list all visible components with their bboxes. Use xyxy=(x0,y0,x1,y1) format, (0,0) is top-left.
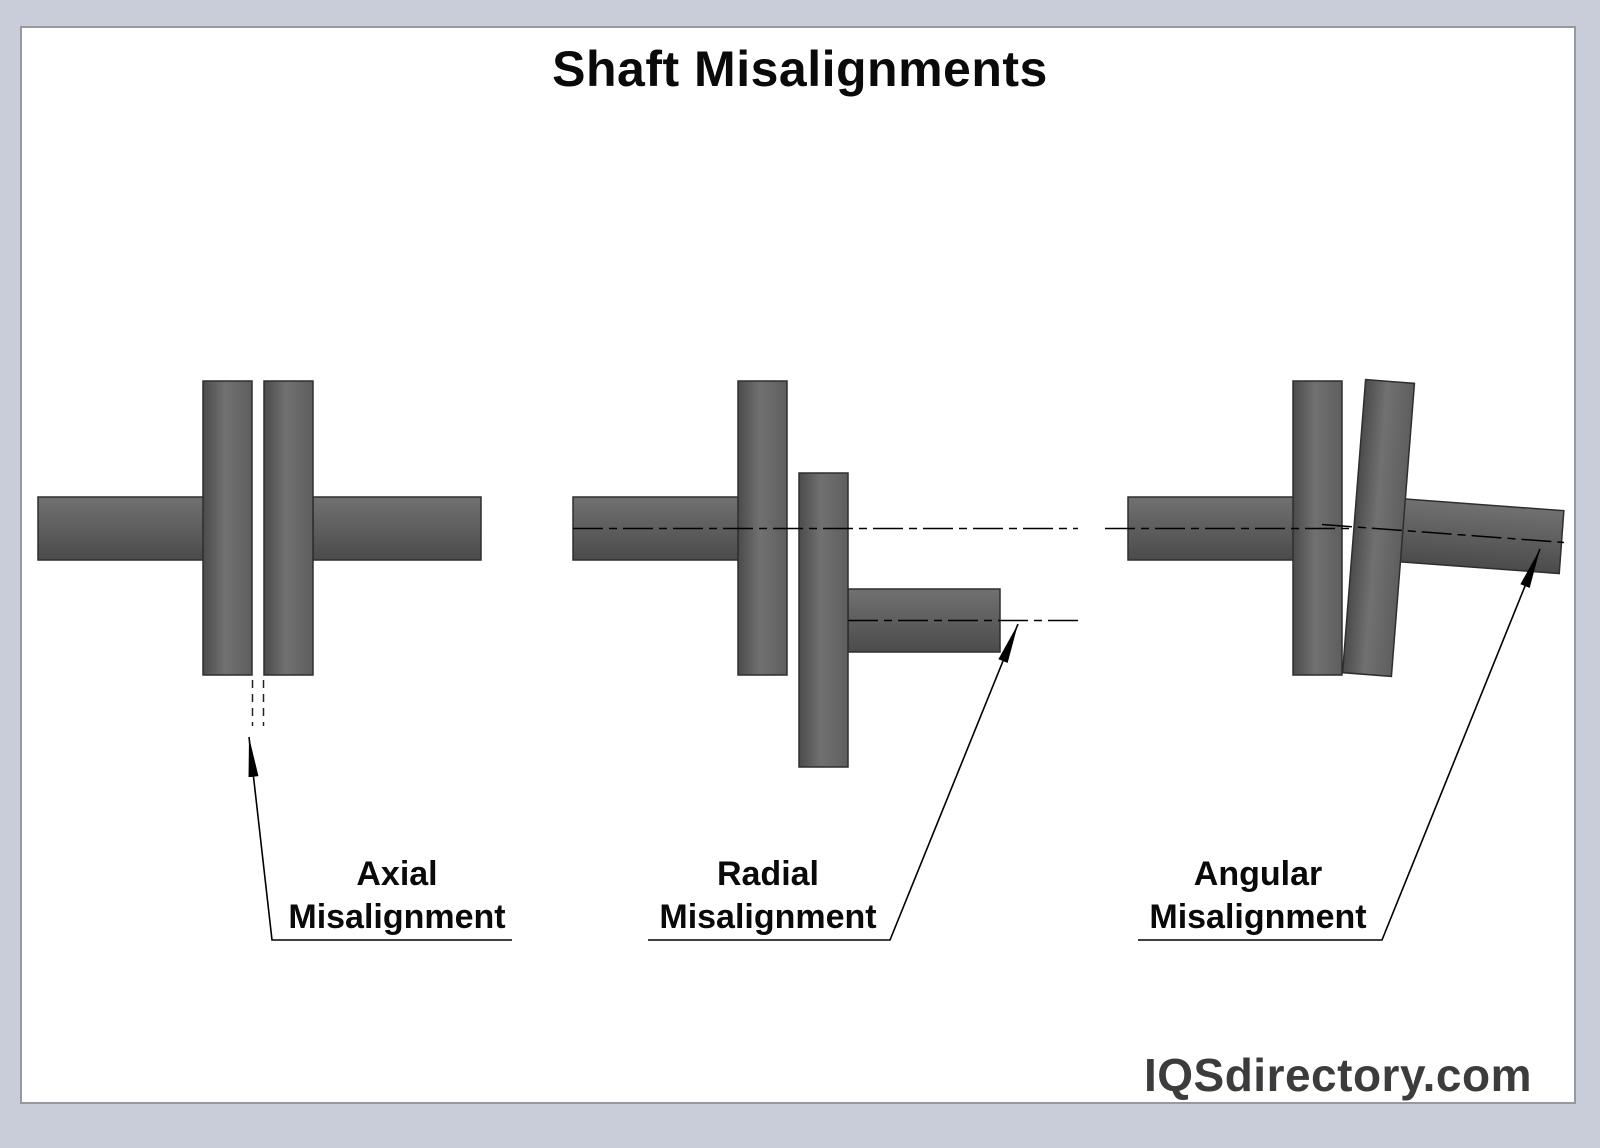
watermark: IQSdirectory.com xyxy=(1143,1049,1532,1101)
axial-left-shaft xyxy=(37,496,211,561)
radial-label-line1: Radial xyxy=(716,855,820,893)
radial-right-flange xyxy=(798,472,849,768)
axial-leader-line xyxy=(248,736,512,941)
radial-diagram xyxy=(572,380,1078,941)
axial-label-line2: Misalignment xyxy=(288,898,506,936)
radial-label-line2: Misalignment xyxy=(659,898,877,936)
axial-diagram xyxy=(37,380,512,941)
axial-label-line1: Axial xyxy=(356,855,438,893)
axial-left-flange xyxy=(202,380,253,676)
angular-label-line1: Angular xyxy=(1193,855,1323,893)
radial-leader-line xyxy=(648,623,1019,941)
angular-tilted-centerline xyxy=(1321,523,1565,544)
angular-misalignment-label: Angular Misalignment xyxy=(1108,853,1408,939)
radial-misalignment-label: Radial Misalignment xyxy=(618,853,918,939)
angular-label-line2: Misalignment xyxy=(1149,898,1367,936)
angular-diagram xyxy=(1105,378,1565,941)
axial-right-flange xyxy=(263,380,314,676)
page-title: Shaft Misalignments xyxy=(552,41,1048,97)
axial-right-shaft xyxy=(312,496,482,561)
axial-misalignment-label: Axial Misalignment xyxy=(247,853,547,939)
angular-leader-line xyxy=(1138,548,1541,941)
